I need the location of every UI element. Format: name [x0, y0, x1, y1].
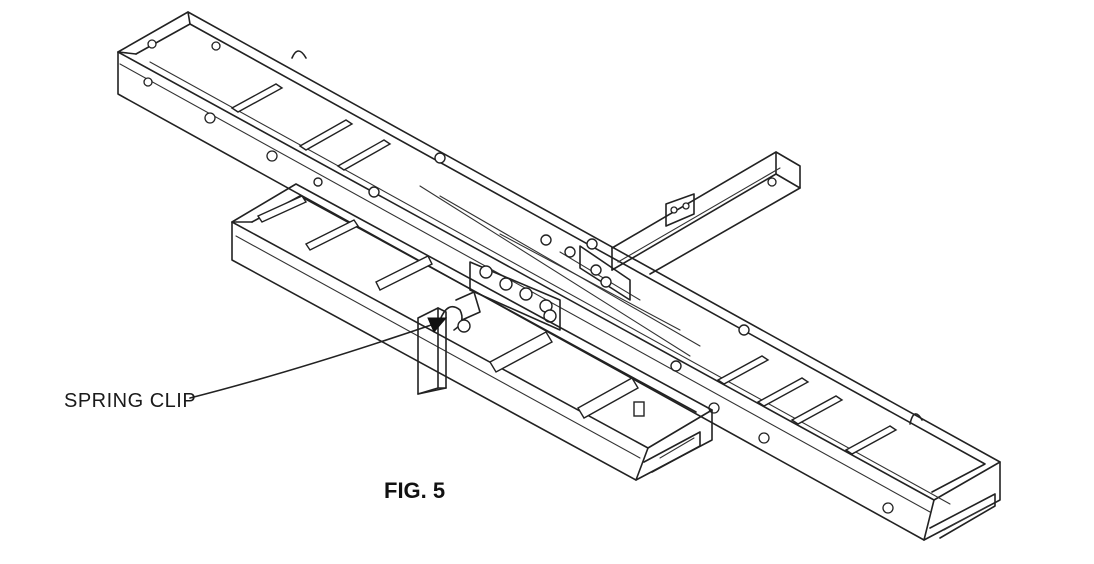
- spring-clip-post: [417, 291, 481, 395]
- tie-down-ring-icon: [291, 50, 923, 425]
- main-rail-holes: [143, 39, 894, 514]
- bracket-assembly: [419, 185, 701, 357]
- main-rail-rungs: [230, 83, 898, 455]
- bolts: [313, 152, 750, 372]
- front-rail: [231, 183, 713, 481]
- main-rail: [117, 11, 1001, 541]
- hitch-receiver-bar: [611, 151, 801, 275]
- front-rail-rungs: [256, 195, 645, 419]
- spring-clip-label: SPRING CLIP: [64, 390, 197, 412]
- callout-leader: [189, 317, 448, 399]
- figure-caption: FIG. 5: [384, 478, 446, 503]
